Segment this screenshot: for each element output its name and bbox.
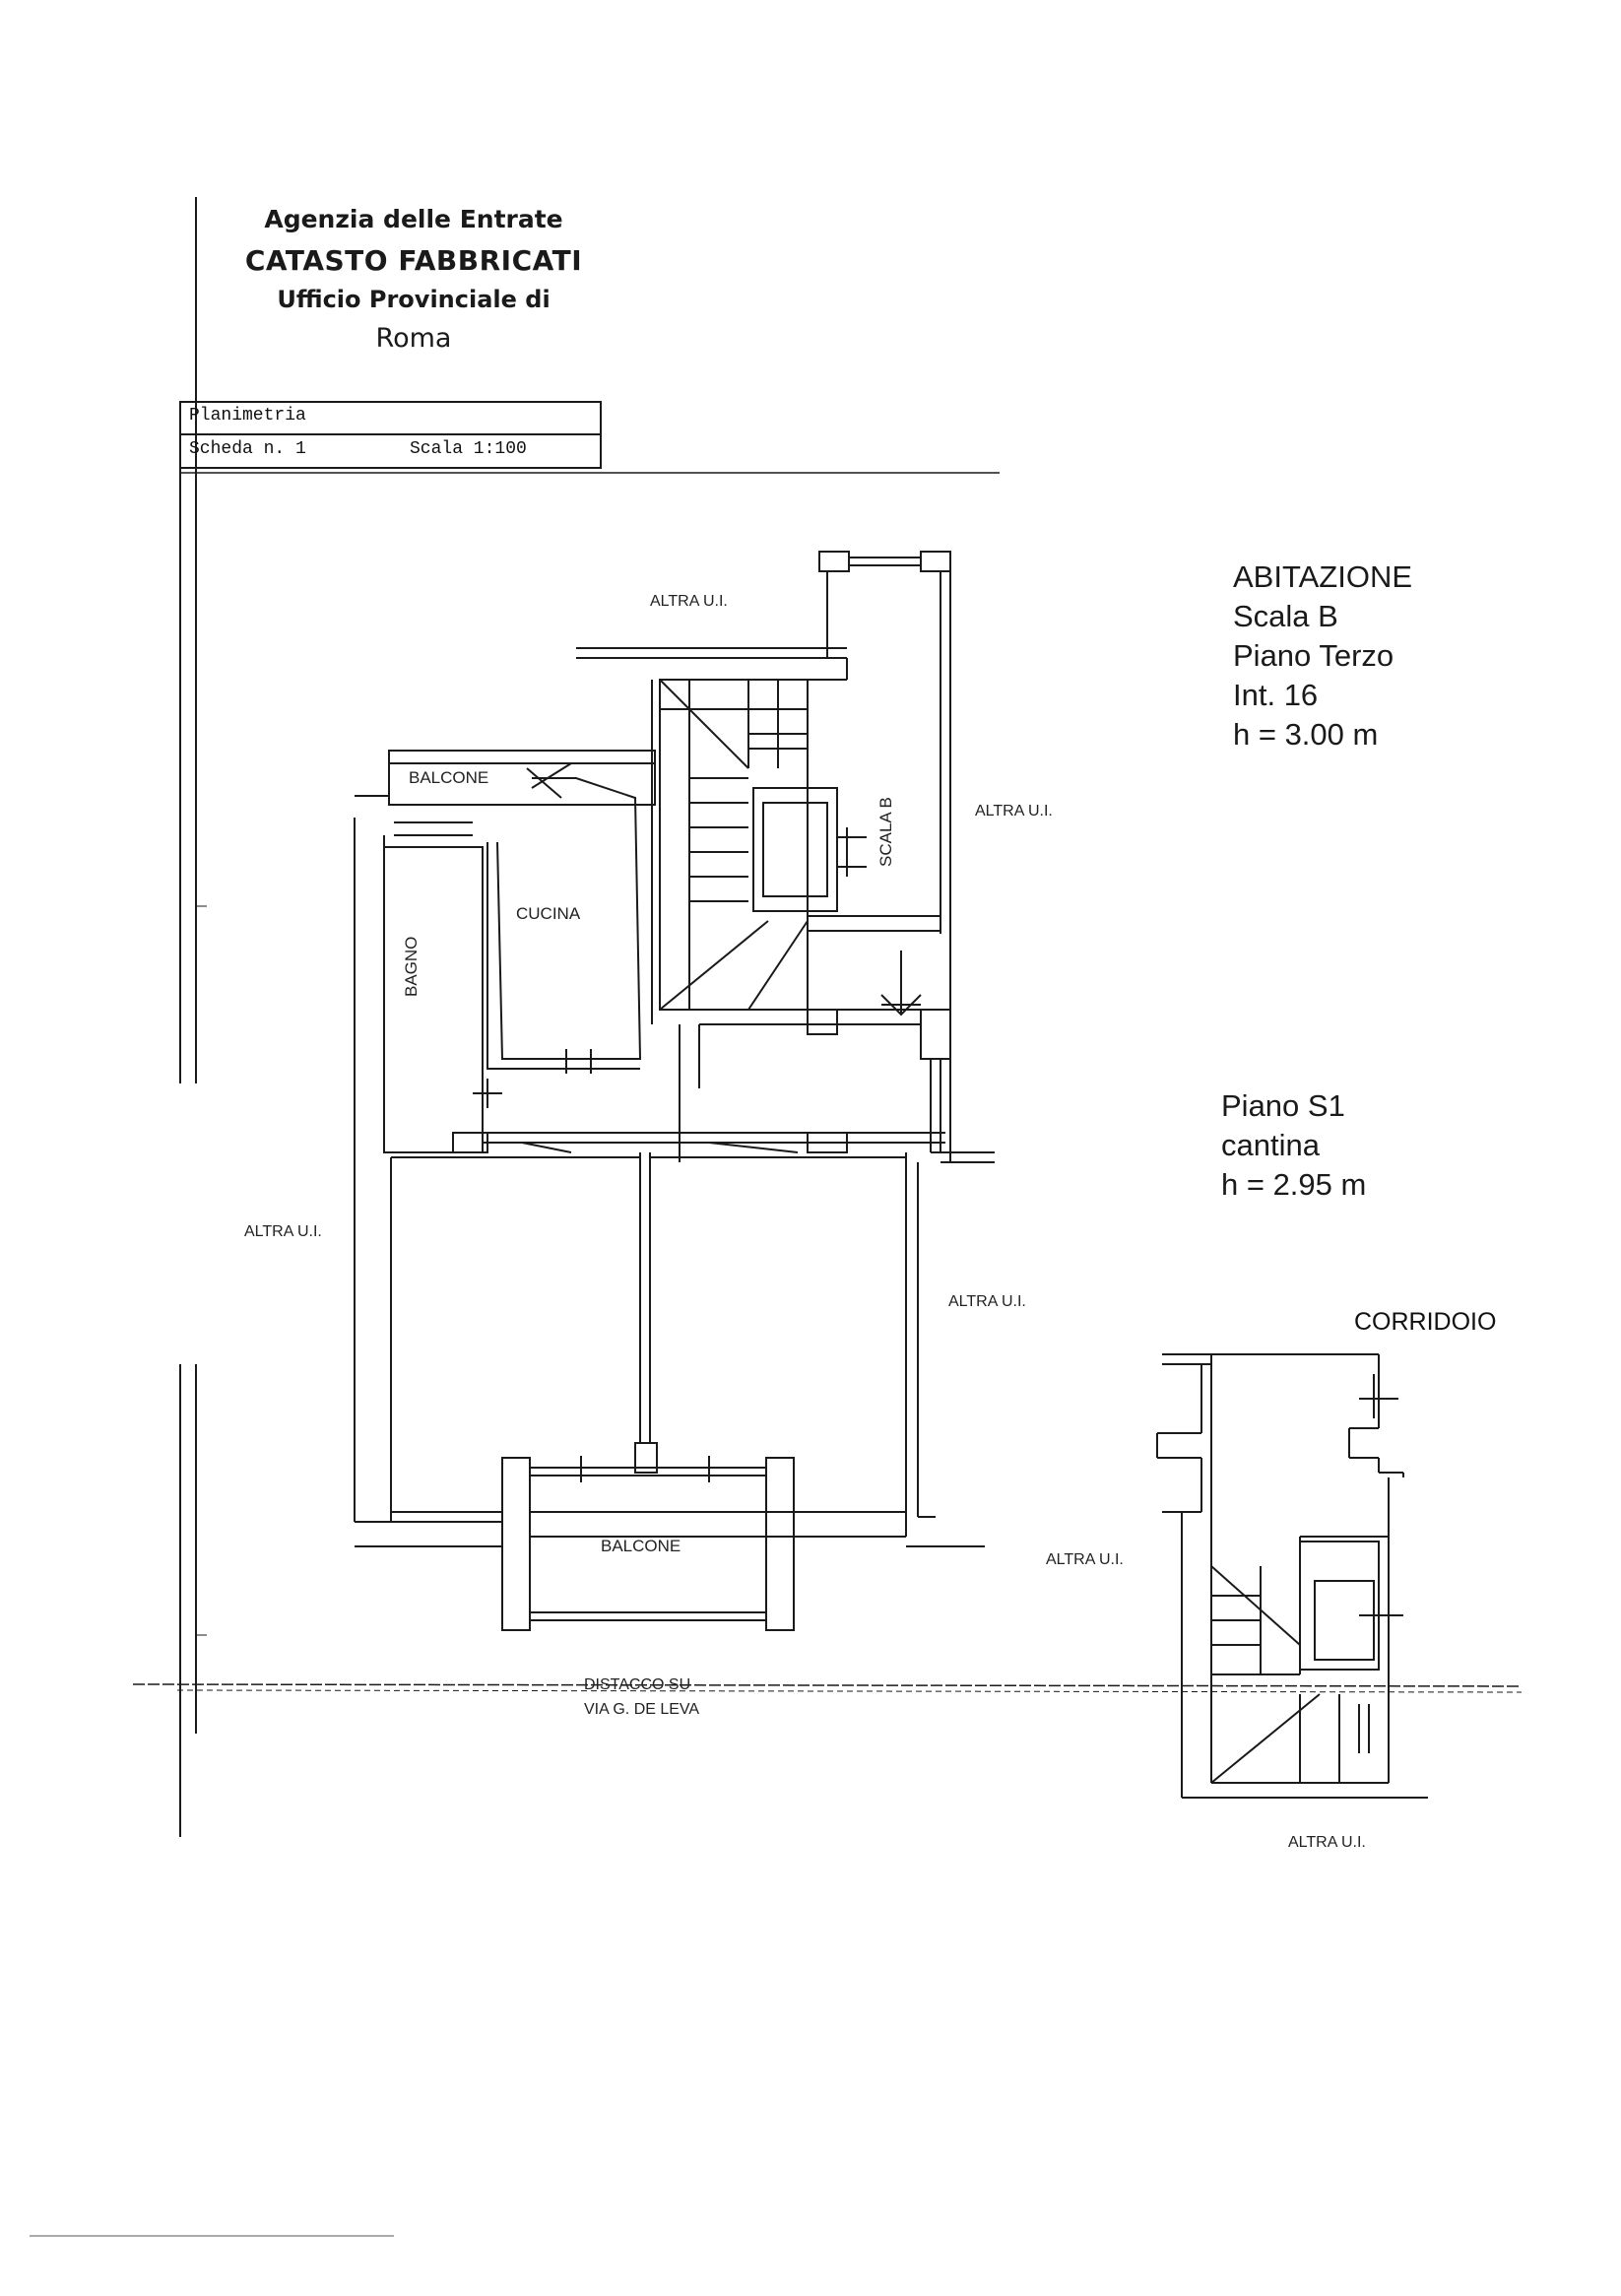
basement-type: cantina: [1221, 1128, 1320, 1162]
label-altra-ui-left: ALTRA U.I.: [244, 1223, 322, 1240]
office-title: Ufficio Provinciale di: [277, 286, 551, 313]
label-altra-ui-bottom-center: ALTRA U.I.: [1046, 1551, 1124, 1568]
basement-info: Piano S1 cantina h = 2.95 m: [1221, 1086, 1366, 1205]
unit-internal: Int. 16: [1233, 678, 1319, 712]
unit-type: ABITAZIONE: [1233, 559, 1413, 594]
room-bagno: BAGNO: [402, 936, 421, 997]
unit-height: h = 3.00 m: [1233, 717, 1379, 752]
label-altra-ui-bottom-right: ALTRA U.I.: [1288, 1834, 1366, 1851]
unit-stair: Scala B: [1233, 599, 1338, 633]
unit-info: ABITAZIONE Scala B Piano Terzo Int. 16 h…: [1233, 558, 1412, 754]
form-planimetria: Planimetria: [189, 406, 306, 426]
basement-height: h = 2.95 m: [1221, 1167, 1367, 1202]
city-title: Roma: [375, 323, 452, 354]
agency-title: Agenzia delle Entrate: [264, 205, 563, 233]
registry-title: CATASTO FABBRICATI: [244, 244, 583, 277]
label-altra-ui-right-mid: ALTRA U.I.: [948, 1293, 1026, 1310]
room-cucina: CUCINA: [516, 904, 581, 923]
form-sheet-number: Scheda n. 1: [189, 439, 306, 459]
form-scale: Scala 1:100: [410, 439, 527, 459]
unit-floor: Piano Terzo: [1233, 638, 1394, 673]
label-altra-ui-right-top: ALTRA U.I.: [975, 803, 1053, 820]
room-balcone-bottom: BALCONE: [601, 1537, 681, 1555]
room-balcone-top: BALCONE: [409, 768, 489, 787]
room-scala-b: SCALA B: [876, 797, 895, 867]
label-altra-ui-top: ALTRA U.I.: [650, 593, 728, 610]
basement-floor: Piano S1: [1221, 1088, 1345, 1123]
label-street: VIA G. DE LEVA: [584, 1701, 700, 1718]
label-distacco: DISTACCO SU: [584, 1676, 691, 1693]
label-corridoio: CORRIDOIO: [1354, 1308, 1497, 1336]
